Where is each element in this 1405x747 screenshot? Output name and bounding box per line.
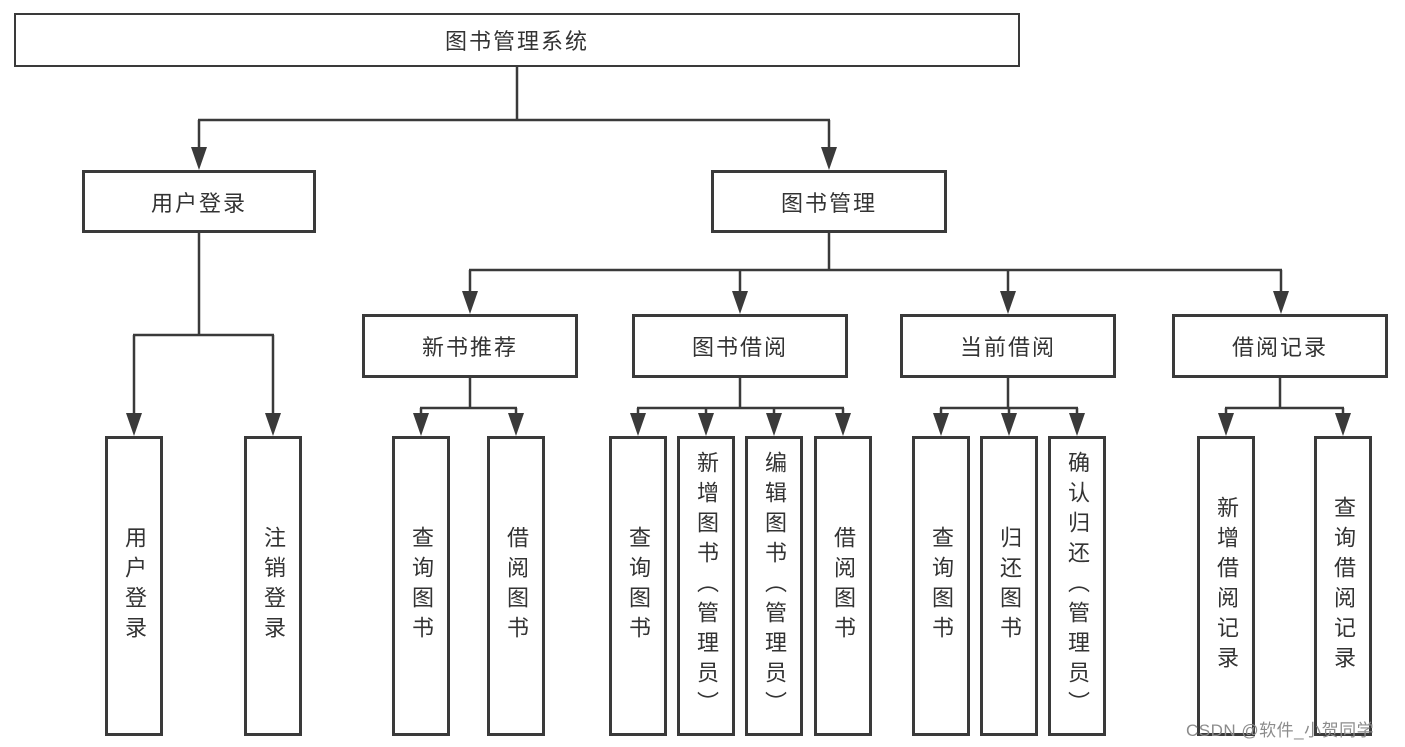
leaf-query-borrow-record: 查询借阅记录: [1314, 436, 1372, 736]
node-label: 图书借阅: [691, 335, 788, 360]
leaf-confirm-return-admin: 确认归还（管理员）: [1048, 436, 1106, 736]
node-user-login: 用户登录: [82, 170, 316, 233]
node-library-management-system: 图书管理系统: [14, 13, 1020, 67]
leaf-query-books-borrow: 查询图书: [609, 436, 667, 736]
node-label: 用户登录: [150, 190, 247, 216]
node-label: 借阅图书: [504, 526, 529, 646]
node-label: 查询图书: [929, 526, 954, 646]
node-label: 新增图书（管理员）: [694, 451, 719, 721]
node-current-borrowing: 当前借阅: [900, 314, 1116, 378]
node-new-book-recommendation: 新书推荐: [362, 314, 578, 378]
leaf-query-books-recommend: 查询图书: [392, 436, 450, 736]
node-label: 查询借阅记录: [1331, 496, 1356, 676]
node-label: 注销登录: [261, 526, 286, 646]
node-label: 用户登录: [122, 526, 147, 646]
node-book-borrowing: 图书借阅: [632, 314, 848, 378]
node-label: 归还图书: [997, 526, 1022, 646]
node-label: 编辑图书（管理员）: [762, 451, 787, 721]
node-label: 图书管理系统: [444, 29, 589, 54]
node-label: 当前借阅: [959, 335, 1056, 360]
leaf-logout-login: 注销登录: [244, 436, 302, 736]
leaf-borrow-books: 借阅图书: [814, 436, 872, 736]
leaf-add-borrow-record: 新增借阅记录: [1197, 436, 1255, 736]
node-label: 查询图书: [409, 526, 434, 646]
leaf-borrow-books-recommend: 借阅图书: [487, 436, 545, 736]
leaf-return-books: 归还图书: [980, 436, 1038, 736]
node-label: 查询图书: [626, 526, 651, 646]
node-borrowing-records: 借阅记录: [1172, 314, 1388, 378]
node-label: 新增借阅记录: [1214, 496, 1239, 676]
node-label: 借阅图书: [831, 526, 856, 646]
node-label: 借阅记录: [1231, 335, 1328, 360]
node-label: 图书管理: [780, 190, 877, 216]
node-label: 新书推荐: [421, 335, 518, 360]
leaf-user-login: 用户登录: [105, 436, 163, 736]
leaf-query-books-current: 查询图书: [912, 436, 970, 736]
leaf-add-books-admin: 新增图书（管理员）: [677, 436, 735, 736]
node-book-management: 图书管理: [711, 170, 947, 233]
csdn-watermark: CSDN @软件_小贺同学: [1186, 721, 1375, 740]
node-label: 确认归还（管理员）: [1065, 451, 1090, 721]
leaf-edit-books-admin: 编辑图书（管理员）: [745, 436, 803, 736]
